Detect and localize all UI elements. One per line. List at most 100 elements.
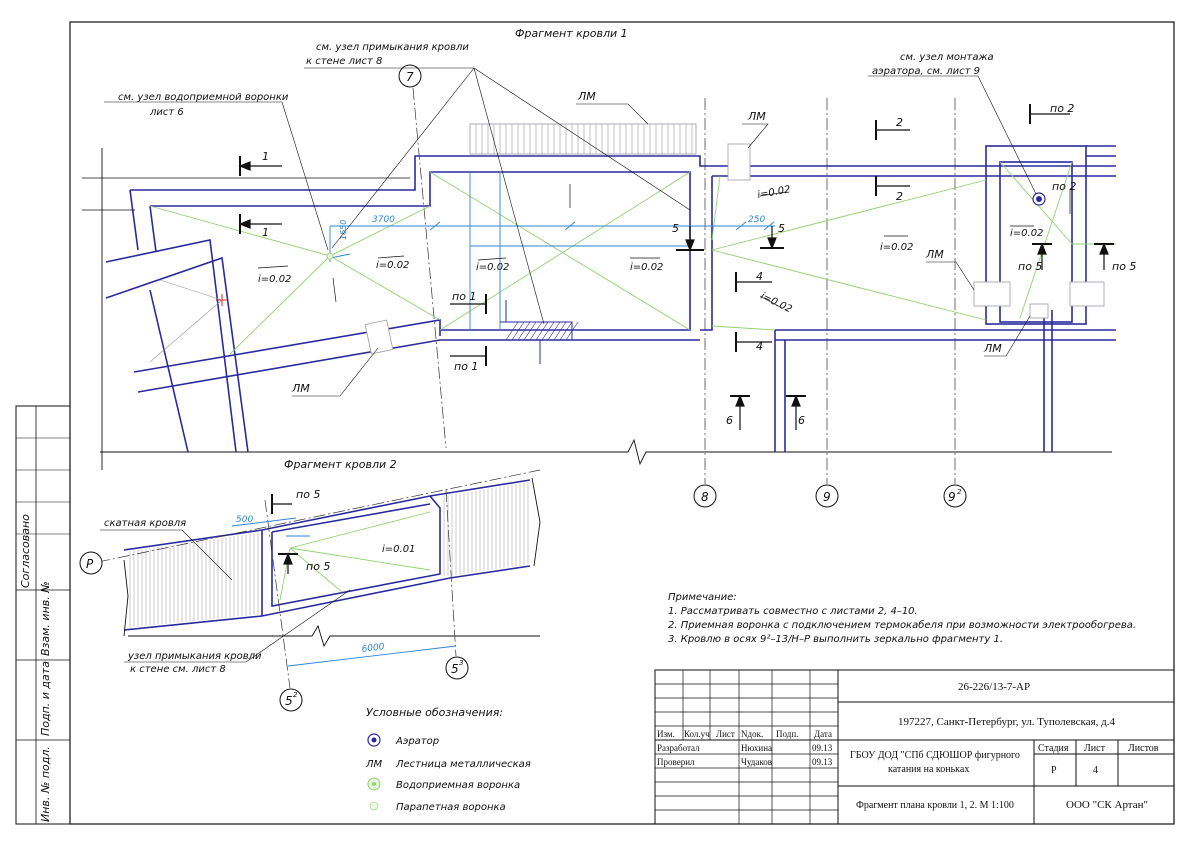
fragment-2-dims: [231, 517, 457, 667]
label-po5-a: по 5: [1018, 260, 1042, 273]
tb-code: 26-226/13-7-АР: [958, 681, 1030, 693]
tb-role-1: Проверил: [657, 757, 695, 767]
title-block-grid: [654, 669, 1175, 825]
label-lm-1: ЛМ: [577, 90, 596, 103]
slope-label-f2: i=0.01: [382, 544, 415, 555]
svg-text:9: 9: [823, 490, 831, 504]
legend-item-parapet-funnel: Парапетная воронка: [396, 802, 506, 813]
label-section-4b: 4: [756, 340, 763, 353]
label-section-5b: 5: [778, 222, 785, 235]
tb-stage-label: Стадия: [1038, 743, 1069, 754]
legend-aerator-icon: [367, 733, 381, 747]
pitched-roof-hatch-right: [443, 482, 529, 576]
callout-wall-node-top-1: см. узел примыкания кровли: [316, 42, 469, 53]
legend-item-funnel: Водоприемная воронка: [396, 780, 520, 791]
grey-guides: [149, 279, 223, 363]
slope-label-3: i=0.02: [476, 262, 509, 273]
svg-text:9: 9: [948, 490, 956, 504]
tb-company: ООО "СК Артан": [1066, 799, 1148, 811]
fragment-2-title: Фрагмент кровли 2: [284, 458, 397, 471]
slope-label-8: i=0.02: [1010, 228, 1043, 239]
tb-h-data: Дата: [814, 729, 832, 739]
tb-org-2: катания на коньках: [888, 764, 969, 775]
drain-funnel-1: [326, 252, 334, 260]
svg-text:2: 2: [293, 691, 298, 699]
sheet-frame: [15, 21, 1175, 825]
axis-bubble-5-2: 5 2: [279, 688, 303, 712]
ladder-top-rungs: [475, 124, 693, 154]
label-f2-po5-b: по 5: [306, 560, 330, 573]
note-2: 2. Приемная воронка с подключением термо…: [668, 619, 1136, 631]
roof-edges: [82, 177, 410, 211]
tb-sheet-no: 4: [1093, 765, 1098, 776]
fragment-2-break: [123, 477, 541, 648]
label-po1-b: по 1: [454, 360, 478, 373]
legend-title: Условные обозначения:: [366, 706, 503, 719]
callout-aerator-2: аэратора, см. лист 9: [872, 66, 980, 77]
wall-stub-hatch-lines: [505, 321, 579, 341]
slope-label-4: i=0.02: [630, 262, 663, 273]
callout-wall-node-bottom-1: узел примыкания кровли: [127, 651, 262, 662]
slope-label-6: i=0.02: [880, 242, 913, 253]
label-po5-b: по 5: [1112, 260, 1136, 273]
slope-label-1: i=0.02: [258, 274, 291, 285]
label-lm-4: ЛМ: [925, 248, 944, 261]
callout-aerator-1: см. узел монтажа: [900, 52, 994, 63]
label-f2-po5-a: по 5: [296, 488, 320, 501]
fragment-2-walls: [123, 479, 531, 631]
roof-walls: [105, 145, 1116, 453]
svg-text:2: 2: [957, 488, 962, 496]
legend-parapet-funnel-icon: [369, 801, 379, 811]
label-lm-3: ЛМ: [291, 382, 310, 395]
tb-org-1: ГБОУ ДОД "СПб СДЮШОР фигурного: [850, 750, 1020, 761]
tb-h-izm: Изм.: [657, 729, 675, 739]
slope-label-5: i=0.02: [757, 184, 792, 201]
tb-name-0: Нюхина: [741, 743, 772, 753]
axis-bubble-5-3: 5 3: [445, 656, 469, 680]
tb-sheet-title: Фрагмент плана кровли 1, 2. М 1:100: [856, 800, 1014, 811]
section-markers: [238, 104, 1114, 430]
callout-wall-node-top-2: к стене лист 8: [306, 56, 382, 67]
tb-h-list: Лист: [716, 729, 735, 739]
label-section-4a: 4: [756, 270, 763, 283]
axis-bubble-p: Р: [79, 551, 103, 575]
wall-stub-hatched: [500, 300, 573, 364]
notes-title: Примечание:: [668, 592, 737, 603]
label-lm-2: ЛМ: [747, 110, 766, 123]
axis-bubble-7: 7: [398, 64, 422, 88]
dim-3700: 3700: [372, 215, 395, 225]
tb-date-0: 09.13: [812, 743, 833, 753]
tb-address: 197227, Санкт-Петербург, ул. Туполевская…: [898, 716, 1116, 728]
svg-text:5: 5: [451, 662, 459, 676]
dim-6000: 6000: [361, 642, 385, 655]
label-section-2a: 2: [896, 116, 903, 129]
callout-wall-node-bottom-2: к стене см. лист 8: [130, 664, 226, 675]
label-section-6b: 6: [798, 414, 805, 427]
stamp-inv: Инв. № подл.: [39, 746, 52, 822]
tb-name-1: Чудаков: [741, 757, 772, 767]
tb-h-podp: Подп.: [776, 729, 798, 739]
fragment-2-axis-lines: [97, 469, 541, 689]
tb-date-1: 09.13: [812, 757, 833, 767]
tb-sheets-label: Листов: [1128, 743, 1159, 754]
label-section-2b: 2: [896, 190, 903, 203]
axis-lines: [412, 87, 956, 484]
stamp-vzam: Взам. инв. №: [39, 581, 52, 656]
label-section-5a: 5: [672, 222, 679, 235]
aerator-symbol: [1032, 192, 1046, 206]
break-line-1: [100, 148, 1112, 470]
note-3: 3. Кровлю в осях 9²–13/Н–Р выполнить зер…: [668, 634, 1003, 645]
title-block-left-grid: [655, 670, 838, 824]
axis-bubble-9-2: 9 2: [943, 484, 967, 508]
axis-bubble-8: 8: [693, 484, 717, 508]
legend-symbol-ladder: ЛМ: [365, 759, 383, 770]
leader-lines: [104, 67, 1037, 397]
label-po2-a: по 2: [1050, 102, 1074, 115]
tb-h-ndok: Nдок.: [741, 729, 763, 739]
tb-h-kol: Кол.уч: [684, 729, 710, 739]
fragment-1-title: Фрагмент кровли 1: [515, 27, 628, 40]
pitched-roof-hatch-left: [129, 532, 259, 628]
label-section-1b: 1: [262, 226, 269, 239]
legend-item-aerator: Аэратор: [395, 736, 439, 747]
svg-text:Р: Р: [86, 557, 94, 571]
